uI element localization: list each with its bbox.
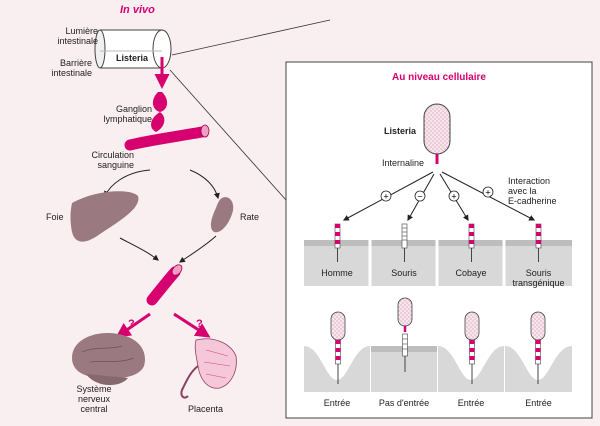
bacterium-entree-2 <box>464 311 480 384</box>
label-lumiere: Lumière intestinale <box>57 26 98 46</box>
question-mark-placenta: ? <box>196 318 203 330</box>
question-mark-brain: ? <box>128 318 135 330</box>
placenta-organ <box>180 338 237 399</box>
cell-panel-title: Au niveau cellulaire <box>392 72 486 83</box>
blood-vessel <box>124 124 210 151</box>
bacterium-entree-1 <box>330 311 346 384</box>
label-circulation: Circulation sanguine <box>91 150 134 170</box>
listeria-bacterium <box>423 103 451 164</box>
host-label-transgenique: Souris transgénique <box>512 268 565 288</box>
receptor-transgenique <box>535 223 542 262</box>
svg-text:+: + <box>451 192 456 202</box>
intestine-tube <box>94 29 172 69</box>
brain-organ <box>72 333 145 386</box>
receptor-souris <box>401 223 408 262</box>
panel-text-layer: Au niveau cellulaire <box>286 62 592 418</box>
svg-text:+: + <box>485 188 490 198</box>
bacterium-pas-entree <box>397 297 413 372</box>
arrow-spleen-to-vessel <box>179 235 217 263</box>
host-label-cobaye: Cobaye <box>455 268 487 278</box>
label-snc: Système nerveux central <box>76 384 112 414</box>
sign-circle-2: − <box>414 190 426 202</box>
receptor-homme <box>334 223 341 262</box>
in-vivo-title: In vivo <box>120 4 155 16</box>
label-listeria-left: Listeria <box>116 53 149 63</box>
label-rate: Rate <box>240 212 260 222</box>
sign-circle-3: + <box>448 190 460 202</box>
zoom-line-bottom <box>169 69 287 201</box>
host-cells-row <box>304 240 572 286</box>
zoom-line-top <box>171 19 331 56</box>
spleen-organ <box>210 197 234 233</box>
label-listeria-panel: Listeria <box>384 126 417 136</box>
sign-circle-4: + <box>482 186 494 198</box>
sign-circle-1: + <box>380 190 392 202</box>
outcome-label-1: Entrée <box>323 398 351 408</box>
host-label-homme: Homme <box>321 268 353 278</box>
outcome-label-3: Entrée <box>457 398 485 408</box>
host-label-souris: Souris <box>391 268 417 278</box>
arrow-liver-to-vessel <box>119 237 159 261</box>
label-internaline: Internaline <box>382 158 425 168</box>
svg-text:+: + <box>383 192 388 202</box>
lymph-node <box>151 92 168 132</box>
arrow-to-placenta <box>173 312 211 338</box>
liver-organ <box>70 191 139 242</box>
blood-vessel-2 <box>146 264 183 306</box>
receptor-cobaye <box>468 223 475 262</box>
arrow-to-spleen <box>189 169 220 200</box>
label-interaction: Interaction avec la E-cadherine <box>508 176 557 206</box>
label-barriere: Barrière intestinale <box>51 58 92 78</box>
label-foie: Foie <box>46 212 64 222</box>
bacterium-entree-3 <box>530 311 546 384</box>
label-ganglion: Ganglion lymphatique <box>103 104 152 124</box>
outcome-label-2: Pas d'entrée <box>378 398 430 408</box>
arrow-to-brain <box>115 312 151 338</box>
svg-text:−: − <box>417 192 422 202</box>
label-placenta: Placenta <box>188 404 224 414</box>
outcome-label-4: Entrée <box>525 398 552 408</box>
